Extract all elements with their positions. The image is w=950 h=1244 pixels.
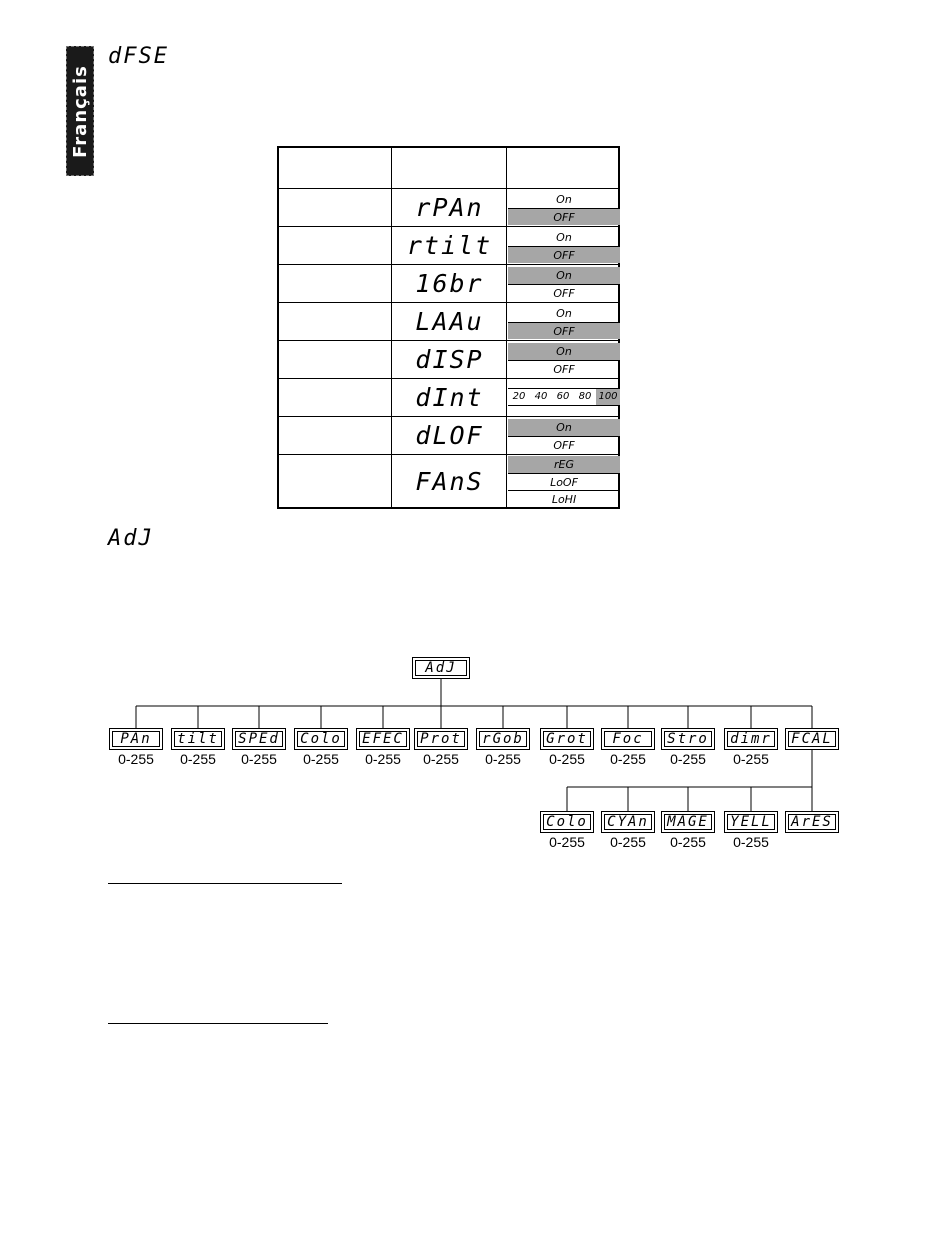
value-range: 0-255 bbox=[485, 751, 521, 767]
setting-option[interactable]: OFF bbox=[508, 322, 620, 339]
fcal-node: CYAn bbox=[601, 811, 655, 833]
dimmer-level[interactable]: 80 bbox=[578, 391, 592, 402]
setting-option[interactable]: LoOF bbox=[508, 473, 620, 490]
blank-underline bbox=[108, 883, 342, 884]
adj-node: Grot bbox=[540, 728, 594, 750]
adj-node: PAn bbox=[109, 728, 163, 750]
dimmer-level[interactable]: 40 bbox=[534, 391, 548, 402]
adj-node: tilt bbox=[171, 728, 225, 750]
setting-option[interactable]: OFF bbox=[508, 436, 620, 453]
value-range: 0-255 bbox=[733, 834, 769, 850]
dimmer-level[interactable]: 60 bbox=[556, 391, 570, 402]
adj-root-node: AdJ bbox=[412, 657, 470, 679]
blank-underline bbox=[108, 1023, 328, 1024]
setting-code: dInt bbox=[415, 383, 484, 412]
table-divider bbox=[391, 148, 392, 507]
adj-node: Prot bbox=[414, 728, 468, 750]
setting-option[interactable]: On bbox=[508, 419, 620, 436]
value-range: 0-255 bbox=[670, 751, 706, 767]
setting-option[interactable]: OFF bbox=[508, 208, 620, 225]
setting-code: dLOF bbox=[415, 421, 484, 450]
language-tab-label: Français bbox=[69, 64, 91, 158]
setting-code: rPAn bbox=[415, 193, 484, 222]
adj-node: SPEd bbox=[232, 728, 286, 750]
setting-option[interactable]: On bbox=[556, 193, 572, 206]
adj-heading: AdJ bbox=[108, 526, 154, 551]
setting-code: dISP bbox=[415, 345, 484, 374]
fcal-node: ArES bbox=[785, 811, 839, 833]
dfse-heading: dFSE bbox=[108, 44, 169, 69]
value-range: 0-255 bbox=[118, 751, 154, 767]
value-range: 0-255 bbox=[549, 751, 585, 767]
setting-code: 16br bbox=[415, 269, 484, 298]
setting-option[interactable]: On bbox=[556, 307, 572, 320]
value-range: 0-255 bbox=[303, 751, 339, 767]
language-tab: Français bbox=[66, 46, 94, 176]
dimmer-level[interactable]: 20 bbox=[512, 391, 526, 402]
setting-code: LAAu bbox=[415, 307, 484, 336]
setting-option[interactable]: rEG bbox=[508, 456, 620, 473]
adj-node: Stro bbox=[661, 728, 715, 750]
adj-node: Foc bbox=[601, 728, 655, 750]
adj-node: rGob bbox=[476, 728, 530, 750]
adj-node: dimr bbox=[724, 728, 778, 750]
value-range: 0-255 bbox=[733, 751, 769, 767]
setting-option[interactable]: On bbox=[508, 343, 620, 360]
setting-option[interactable]: On bbox=[508, 267, 620, 284]
setting-code: FAnS bbox=[415, 466, 484, 496]
setting-option[interactable]: On bbox=[556, 231, 572, 244]
setting-code: rtilt bbox=[406, 231, 493, 260]
setting-option[interactable]: LoHI bbox=[508, 490, 620, 507]
adj-node: EFEC bbox=[356, 728, 410, 750]
table-header bbox=[279, 148, 618, 189]
setting-option[interactable]: OFF bbox=[508, 284, 620, 301]
fcal-node: YELL bbox=[724, 811, 778, 833]
value-range: 0-255 bbox=[423, 751, 459, 767]
value-range: 0-255 bbox=[365, 751, 401, 767]
value-range: 0-255 bbox=[610, 751, 646, 767]
value-range: 0-255 bbox=[610, 834, 646, 850]
value-range: 0-255 bbox=[670, 834, 706, 850]
value-range: 0-255 bbox=[241, 751, 277, 767]
dimmer-level[interactable]: 100 bbox=[596, 389, 620, 405]
value-range: 0-255 bbox=[180, 751, 216, 767]
adj-node: Colo bbox=[294, 728, 348, 750]
setting-option[interactable]: OFF bbox=[508, 246, 620, 263]
setting-option[interactable]: OFF bbox=[508, 360, 620, 377]
fcal-node: MAGE bbox=[661, 811, 715, 833]
dimmer-level-bar: 20 40 60 80 100 bbox=[508, 388, 620, 406]
fcal-node: Colo bbox=[540, 811, 594, 833]
adj-node: FCAL bbox=[785, 728, 839, 750]
table-row: dInt 20 40 60 80 100 bbox=[279, 378, 620, 417]
value-range: 0-255 bbox=[549, 834, 585, 850]
table-divider bbox=[506, 148, 507, 507]
